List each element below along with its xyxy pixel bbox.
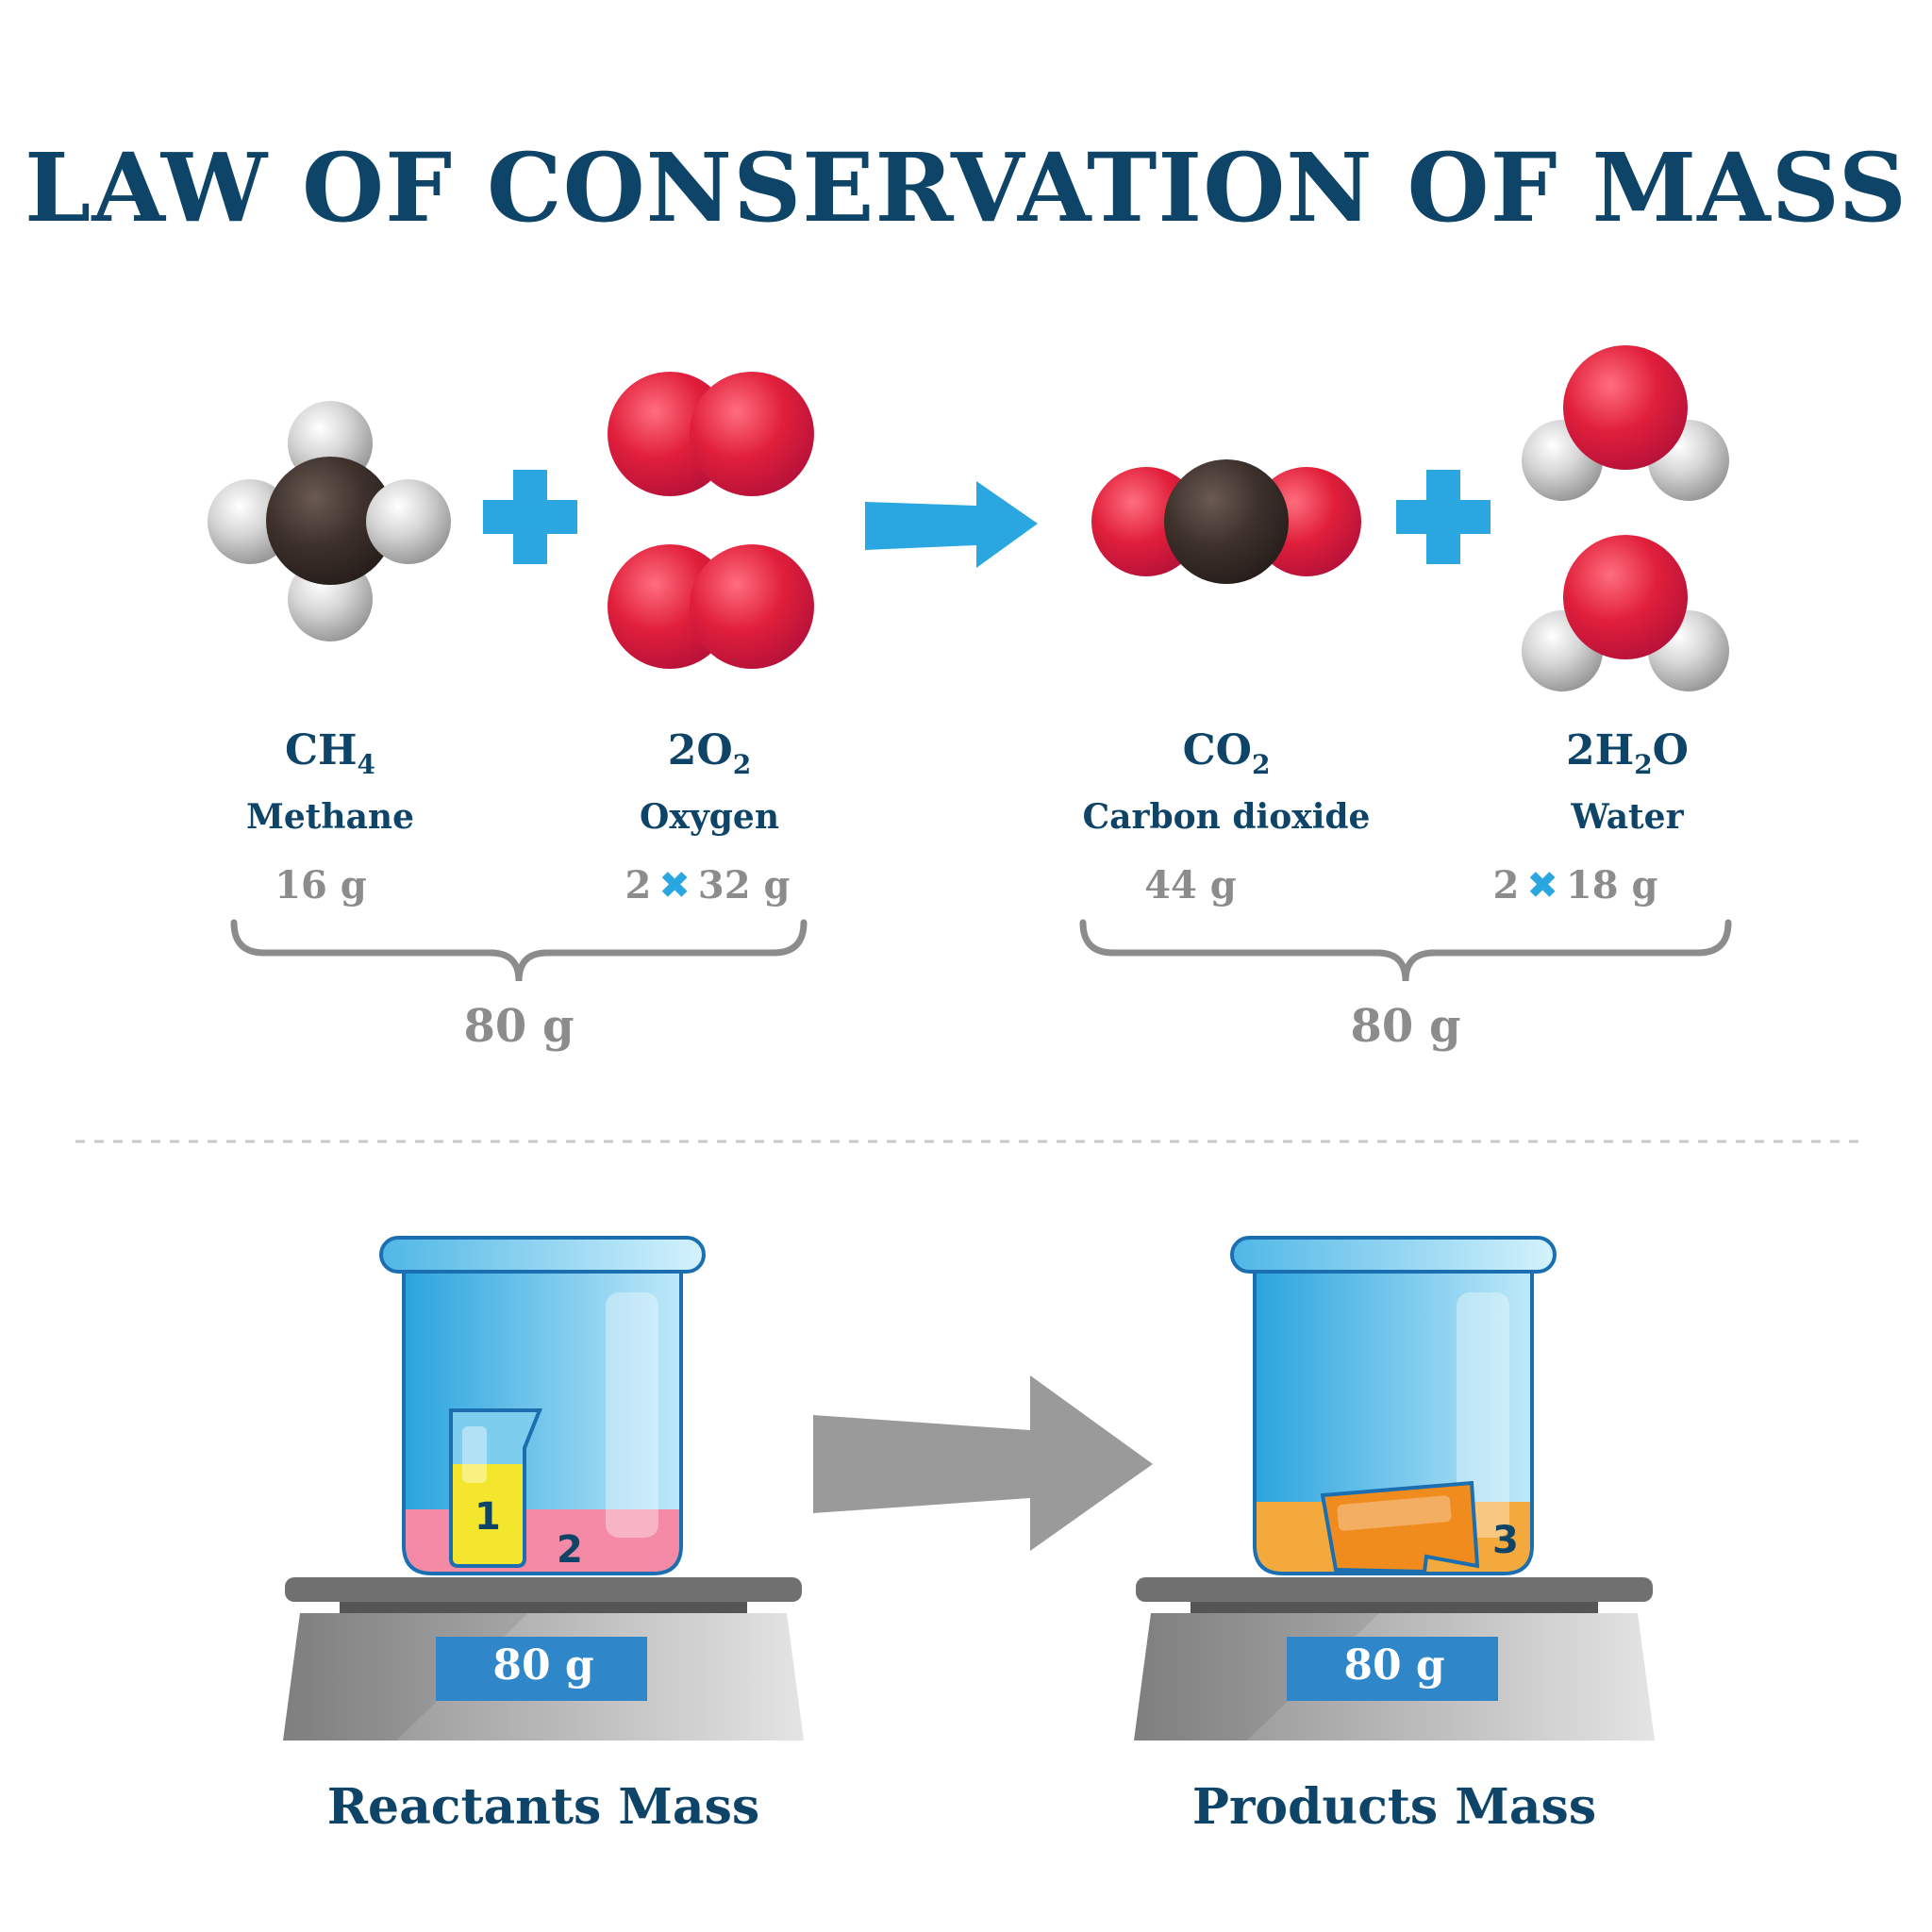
oxygen-name: Oxygen: [640, 797, 779, 837]
reactants-caption: Reactants Mass: [326, 1778, 760, 1836]
multiply-icon: ✖: [1526, 864, 1558, 908]
oxygen-molecule-2: [608, 544, 814, 669]
process-arrow-icon: [813, 1375, 1153, 1551]
water-mass: 2✖18 g: [1492, 863, 1658, 908]
products-beaker: [1230, 1236, 1557, 1575]
reaction-arrow-icon: [865, 481, 1038, 568]
products-total: 80 g: [1350, 1000, 1461, 1053]
plus-icon: [483, 470, 577, 564]
products-scale: [1134, 1577, 1655, 1740]
plus-icon: [1396, 470, 1491, 564]
page-title: LAW OF CONSERVATION OF MASS: [25, 132, 1907, 243]
reactants-brace: [230, 919, 808, 982]
water-molecule-1: [1522, 345, 1729, 501]
reactants-total: 80 g: [463, 1000, 575, 1053]
carbon-dioxide-formula: CO2: [1182, 726, 1271, 780]
products-brace: [1079, 919, 1732, 982]
oxygen-formula: 2O2: [667, 726, 752, 780]
methane-mass: 16 g: [275, 863, 367, 908]
beaker-number-1: 1: [475, 1495, 501, 1539]
carbon-dioxide-molecule: [1091, 459, 1361, 584]
beaker-number-2: 2: [557, 1528, 583, 1572]
reactants-beaker: [379, 1236, 706, 1575]
products-scale-reading: 80 g: [1343, 1641, 1445, 1690]
oxygen-molecule-1: [608, 372, 814, 496]
carbon-dioxide-mass: 44 g: [1144, 863, 1237, 908]
methane-molecule: [208, 401, 451, 641]
water-molecule-2: [1522, 535, 1729, 691]
water-name: Water: [1571, 797, 1684, 837]
methane-name: Methane: [246, 797, 414, 837]
carbon-dioxide-name: Carbon dioxide: [1082, 797, 1371, 837]
reactants-scale-reading: 80 g: [492, 1641, 594, 1690]
water-formula: 2H2O: [1566, 726, 1689, 780]
products-caption: Products Mass: [1191, 1778, 1597, 1836]
multiply-icon: ✖: [658, 864, 691, 908]
methane-formula: CH4: [284, 726, 376, 780]
reactants-scale: [283, 1577, 804, 1740]
beaker-number-3: 3: [1492, 1519, 1519, 1562]
oxygen-mass: 2✖32 g: [625, 863, 791, 908]
